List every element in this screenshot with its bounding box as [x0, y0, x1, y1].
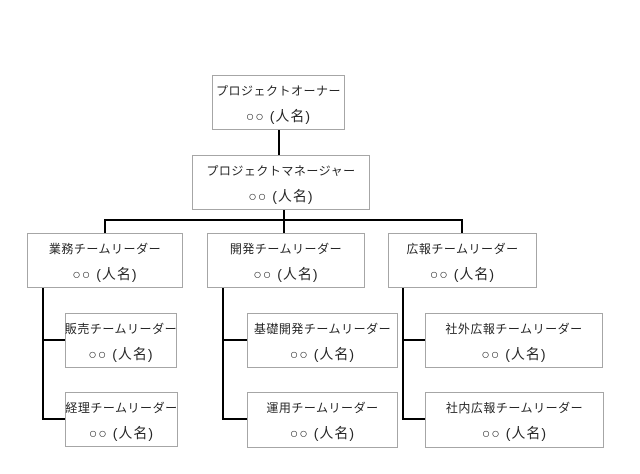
node-person-name: ○○ (人名) — [88, 425, 155, 441]
connector-kaihatsu-to-kiso — [222, 339, 248, 341]
connector-gyomu-to-hanbai — [42, 339, 66, 341]
node-person-name: ○○ (人名) — [72, 266, 138, 282]
node-person-name: ○○ (人名) — [481, 425, 548, 441]
org-node-kiso-kaihatsu-team-leader: 基礎開発チームリーダー ○○ (人名) — [247, 313, 398, 368]
node-person-name: ○○ (人名) — [248, 188, 314, 204]
connector-kaihatsu-to-unyo — [222, 418, 248, 420]
node-person-name: ○○ (人名) — [481, 346, 547, 362]
node-person-name: ○○ (人名) — [88, 346, 154, 362]
connector-koho-to-shagai — [402, 339, 426, 341]
connector-owner-to-pm — [278, 129, 280, 156]
node-person-name: ○○ (人名) — [429, 266, 496, 282]
connector-pm-to-branch — [283, 209, 285, 234]
org-node-shagai-koho-team-leader: 社外広報チームリーダー ○○ (人名) — [425, 313, 603, 368]
org-node-unyo-team-leader: 運用チームリーダー ○○ (人名) — [247, 392, 398, 448]
node-title: 経理チームリーダー — [65, 401, 178, 415]
node-title: 基礎開発チームリーダー — [253, 322, 392, 336]
connector-kaihatsu-subtree-vertical — [222, 287, 224, 420]
node-title: 販売チームリーダー — [64, 322, 178, 336]
node-title: 社外広報チームリーダー — [445, 322, 583, 336]
node-title: 運用チームリーダー — [266, 401, 379, 415]
connector-koho-to-shanai — [402, 418, 426, 420]
node-person-name: ○○ (人名) — [253, 266, 319, 282]
org-node-kaihatsu-team-leader: 開発チームリーダー ○○ (人名) — [207, 233, 365, 288]
org-node-hanbai-team-leader: 販売チームリーダー ○○ (人名) — [65, 313, 177, 368]
node-title: プロジェクトマネージャー — [206, 164, 356, 178]
connector-gyomu-subtree-vertical — [42, 287, 44, 420]
node-title: 広報チームリーダー — [406, 242, 519, 256]
node-person-name: ○○ (人名) — [245, 108, 312, 124]
connector-branch-horizontal — [104, 219, 463, 221]
org-node-koho-team-leader: 広報チームリーダー ○○ (人名) — [388, 233, 537, 288]
connector-branch-to-koho — [461, 219, 463, 234]
node-person-name: ○○ (人名) — [289, 425, 356, 441]
node-title: 業務チームリーダー — [48, 242, 162, 256]
org-node-gyomu-team-leader: 業務チームリーダー ○○ (人名) — [27, 233, 183, 288]
connector-koho-subtree-vertical — [402, 287, 404, 420]
node-title: プロジェクトオーナー — [215, 84, 341, 98]
node-title: 開発チームリーダー — [229, 242, 343, 256]
node-title: 社内広報チームリーダー — [445, 401, 584, 415]
org-node-shanai-koho-team-leader: 社内広報チームリーダー ○○ (人名) — [425, 392, 604, 448]
connector-branch-to-gyomu — [104, 219, 106, 234]
org-node-project-manager: プロジェクトマネージャー ○○ (人名) — [192, 155, 370, 210]
org-node-project-owner: プロジェクトオーナー ○○ (人名) — [212, 75, 345, 130]
node-person-name: ○○ (人名) — [289, 346, 356, 362]
org-node-keiri-team-leader: 経理チームリーダー ○○ (人名) — [65, 392, 178, 447]
connector-gyomu-to-keiri — [42, 418, 66, 420]
